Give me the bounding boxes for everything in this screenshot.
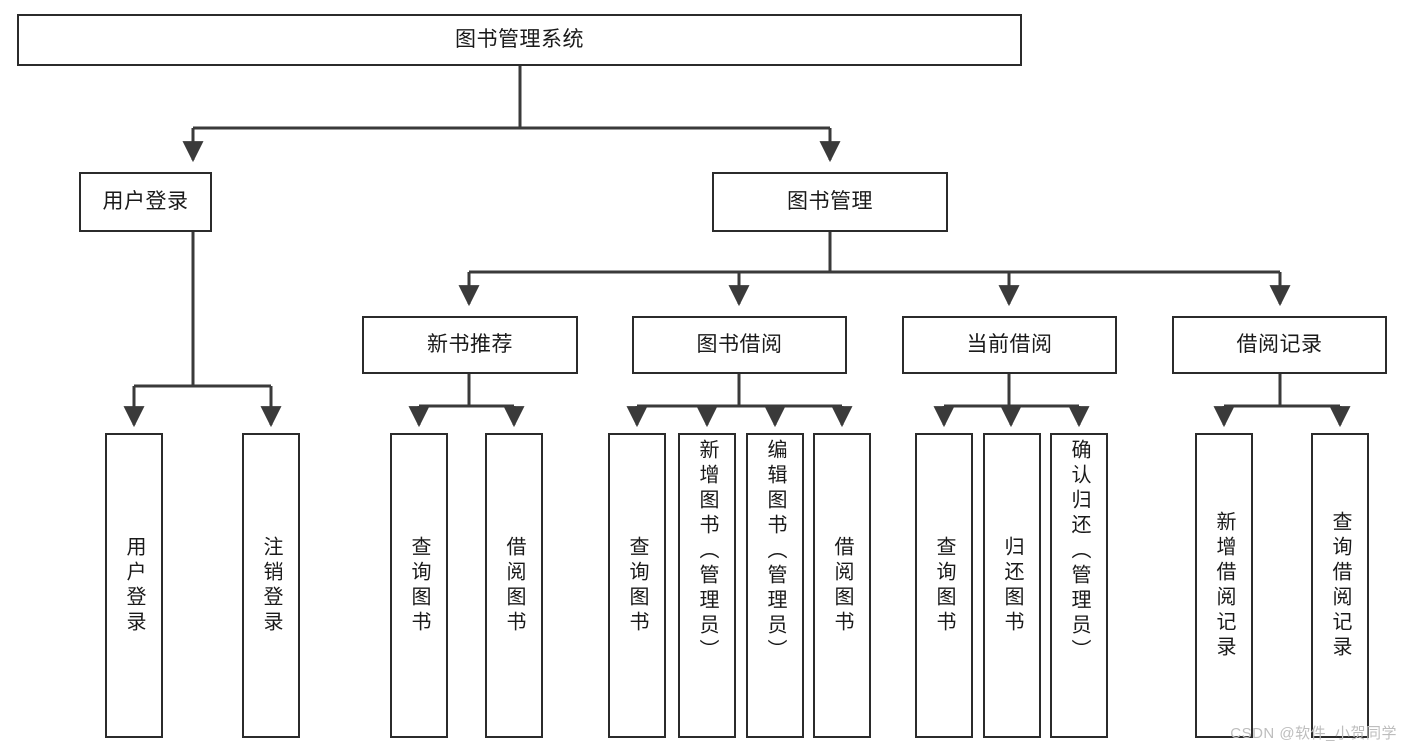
node-label: 归还图书 xyxy=(1001,535,1023,636)
node-label: 查询借阅记录 xyxy=(1329,510,1351,661)
node-label: 借阅图书 xyxy=(503,535,525,636)
node-book-borrow[interactable]: 图书借阅 xyxy=(632,316,847,374)
node-label: 查询图书 xyxy=(408,535,430,636)
node-label: 注销登录 xyxy=(260,535,282,636)
node-borrow-record[interactable]: 借阅记录 xyxy=(1172,316,1387,374)
node-label: 新书推荐 xyxy=(427,333,513,357)
leaf-newbook-borrow-book[interactable]: 借阅图书 xyxy=(485,433,543,738)
node-label: 新增借阅记录 xyxy=(1213,510,1235,661)
node-label: 借阅图书 xyxy=(831,535,853,636)
leaf-borrow-query-book[interactable]: 查询图书 xyxy=(608,433,666,738)
node-root-system[interactable]: 图书管理系统 xyxy=(17,14,1022,66)
node-label: 借阅记录 xyxy=(1236,333,1323,357)
node-label: 查询图书 xyxy=(626,535,648,636)
node-user-login[interactable]: 用户登录 xyxy=(79,172,212,232)
node-label: 图书借阅 xyxy=(696,333,783,357)
leaf-borrow-borrow-book[interactable]: 借阅图书 xyxy=(813,433,871,738)
node-current-borrow[interactable]: 当前借阅 xyxy=(902,316,1117,374)
node-book-management[interactable]: 图书管理 xyxy=(712,172,948,232)
node-label: 图书管理系统 xyxy=(455,28,584,52)
node-label: 新增图书（管理员） xyxy=(696,439,718,664)
node-label: 图书管理 xyxy=(787,190,873,214)
leaf-borrow-add-book[interactable]: 新增图书（管理员） xyxy=(678,433,736,738)
node-new-book-recommend[interactable]: 新书推荐 xyxy=(362,316,578,374)
leaf-current-confirm-return[interactable]: 确认归还（管理员） xyxy=(1050,433,1108,738)
leaf-user-login-login[interactable]: 用户登录 xyxy=(105,433,163,738)
node-label: 用户登录 xyxy=(102,190,189,214)
leaf-current-return-book[interactable]: 归还图书 xyxy=(983,433,1041,738)
node-label: 当前借阅 xyxy=(966,333,1053,357)
node-label: 确认归还（管理员） xyxy=(1068,439,1090,664)
leaf-record-add-record[interactable]: 新增借阅记录 xyxy=(1195,433,1253,738)
watermark-text: CSDN @软件_小贺同学 xyxy=(1230,725,1397,742)
leaf-user-login-logout[interactable]: 注销登录 xyxy=(242,433,300,738)
leaf-borrow-edit-book[interactable]: 编辑图书（管理员） xyxy=(746,433,804,738)
leaf-record-query-record[interactable]: 查询借阅记录 xyxy=(1311,433,1369,738)
leaf-newbook-query-book[interactable]: 查询图书 xyxy=(390,433,448,738)
node-label: 查询图书 xyxy=(933,535,955,636)
leaf-current-query-book[interactable]: 查询图书 xyxy=(915,433,973,738)
node-label: 编辑图书（管理员） xyxy=(764,439,786,664)
node-label: 用户登录 xyxy=(123,535,145,636)
